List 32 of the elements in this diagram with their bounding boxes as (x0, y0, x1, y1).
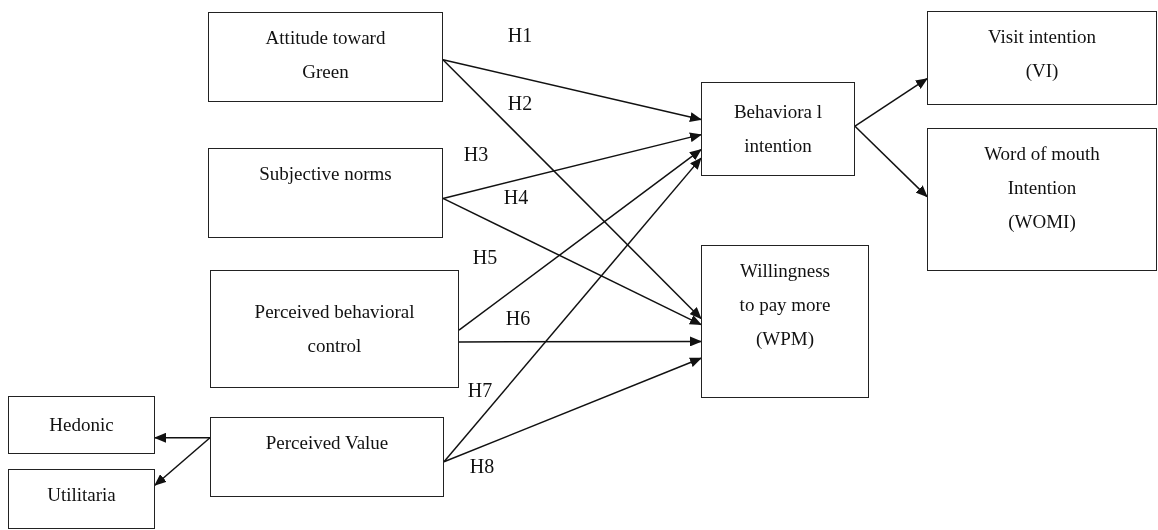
concept-box (208, 148, 443, 238)
concept-box (210, 417, 444, 497)
box-label: Subjective norms (259, 162, 392, 186)
arrow (854, 77, 928, 127)
arrow (854, 125, 928, 198)
box-label: Perceived behavioral control (253, 300, 416, 358)
concept-box (927, 11, 1157, 105)
arrow (443, 357, 702, 463)
box-label: Perceived Value (265, 431, 389, 455)
box-label: Hedonic (49, 413, 114, 437)
arrow (154, 437, 211, 486)
box-label: Visit intention (VI) (986, 25, 1098, 83)
concept-box (8, 396, 155, 454)
concept-box (927, 128, 1157, 271)
arrow (458, 336, 702, 347)
arrow (442, 58, 702, 320)
arrow (442, 132, 702, 200)
concept-box (208, 12, 443, 102)
box-label: Utilitaria (47, 483, 116, 507)
concept-box (210, 270, 459, 388)
arrow (442, 197, 702, 326)
box-label: Attitude toward Green (264, 26, 387, 84)
arrow (443, 157, 702, 463)
arrow (458, 148, 702, 331)
concept-box (8, 469, 155, 529)
concept-box (701, 82, 855, 176)
arrow (442, 58, 702, 122)
concept-box (701, 245, 869, 398)
box-label: Behaviora l intention (732, 100, 824, 158)
box-label: Willingness to pay more (WPM) (738, 259, 832, 351)
box-label: Word of mouth Intention (WOMI) (983, 142, 1101, 234)
arrow (154, 432, 211, 443)
